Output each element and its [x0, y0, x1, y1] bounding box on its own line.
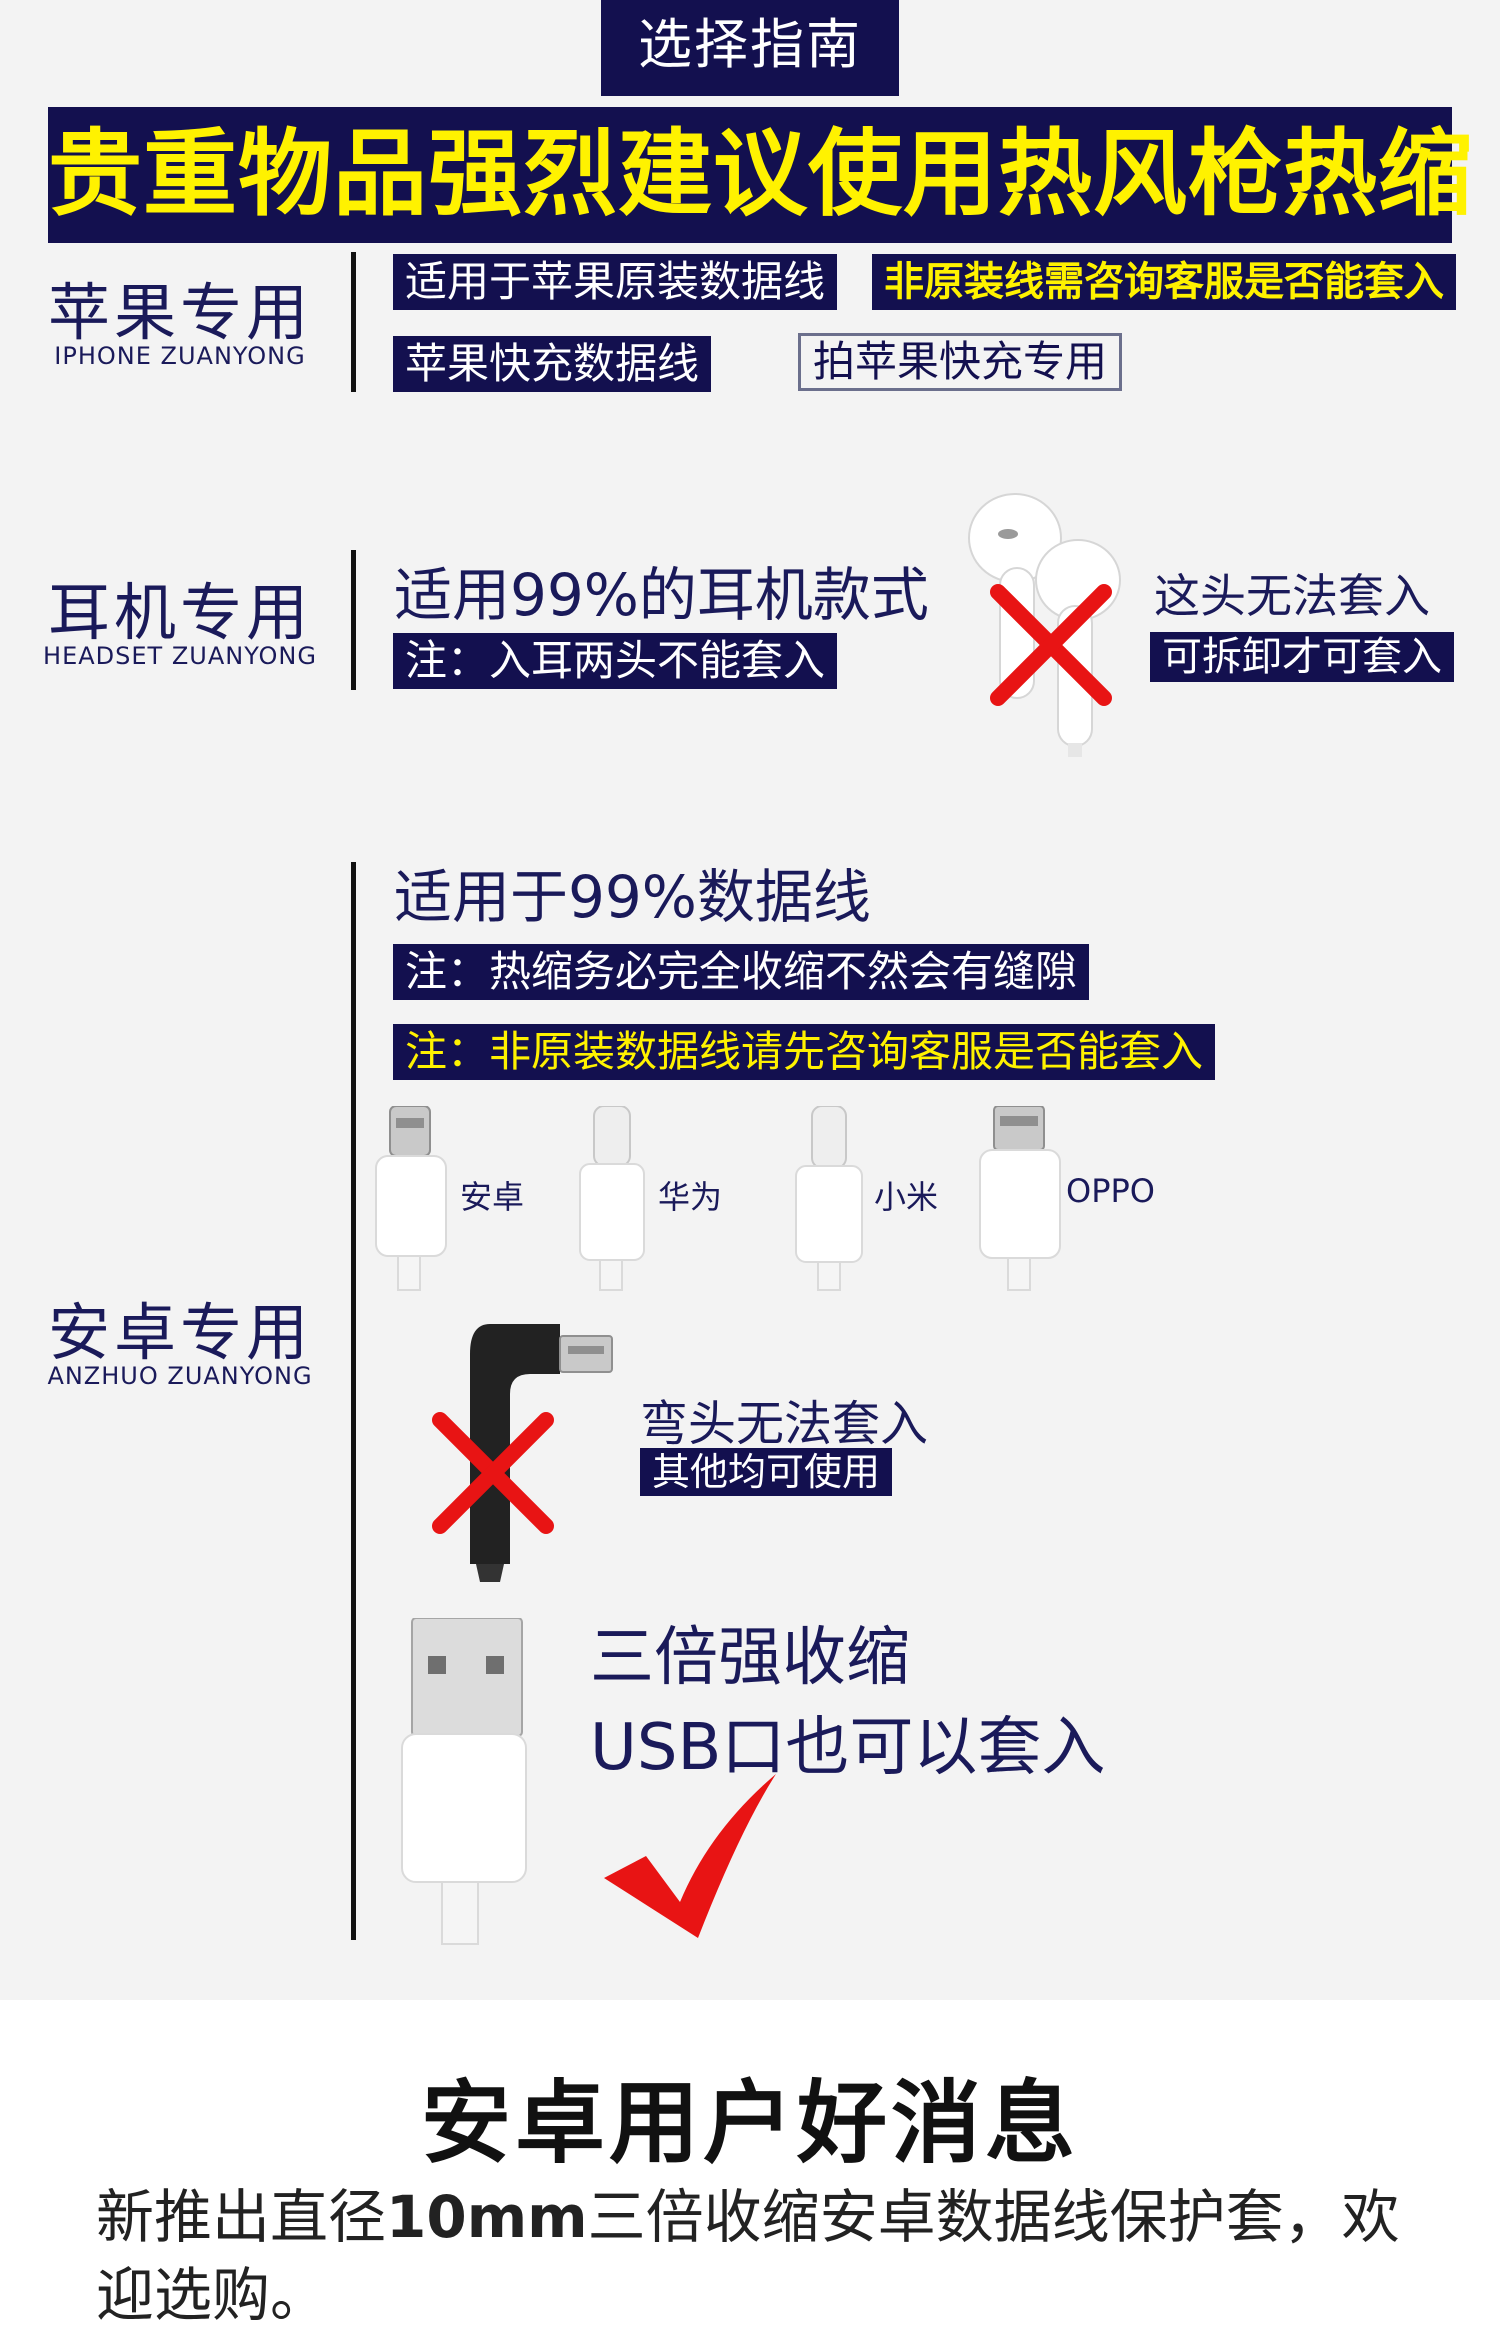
headset-title: 耳机专用 — [47, 576, 312, 649]
iphone-box1: 适用于苹果原装数据线 — [393, 254, 838, 310]
iphone-subtitle: IPHONE ZUANYONG — [54, 342, 306, 370]
headset-subtitle: HEADSET ZUANYONG — [43, 642, 317, 670]
type-c-connector-icon — [579, 1106, 645, 1291]
usb-line1: 三倍强收缩 — [590, 1621, 910, 1695]
check-icon — [604, 1774, 776, 1938]
usb-a-connector-icon — [401, 1618, 527, 1945]
headset-divider — [351, 550, 356, 690]
news-body: 新推出直径10mm三倍收缩安卓数据线保护套，欢迎选购。 — [96, 2178, 1426, 2334]
banner-title: 贵重物品强烈建议使用热风枪热缩 — [48, 107, 1472, 243]
brand-xiaomi: 小米 — [874, 1178, 939, 1216]
headset-headline: 适用99%的耳机款式 — [394, 561, 929, 629]
guide-tab: 选择指南 — [601, 0, 899, 96]
headset-warn-box: 可拆卸才可套入 — [1150, 632, 1454, 682]
iphone-box2-note: 拍苹果快充专用 — [798, 333, 1123, 391]
brand-oppo: OPPO — [1066, 1172, 1155, 1210]
iphone-box2: 苹果快充数据线 — [393, 336, 712, 392]
news-body-bold: 10mm — [386, 2183, 588, 2251]
android-headline: 适用于99%数据线 — [394, 863, 871, 931]
android-divider — [351, 862, 356, 1940]
android-note2: 注：非原装数据线请先咨询客服是否能套入 — [393, 1024, 1216, 1080]
type-c-connector-icon — [795, 1106, 863, 1291]
usb-line2: USB口也可以套入 — [590, 1711, 1106, 1785]
news-body-pre: 新推出直径 — [96, 2183, 387, 2251]
cross-icon — [990, 584, 1112, 706]
iphone-title: 苹果专用 — [47, 276, 312, 349]
cross-icon — [432, 1412, 554, 1534]
elbow-box: 其他均可使用 — [640, 1448, 893, 1496]
micro-usb-connector-icon — [979, 1106, 1061, 1291]
micro-usb-connector-icon — [375, 1106, 447, 1291]
elbow-text: 弯头无法套入 — [640, 1396, 929, 1452]
guide-panel — [0, 0, 1500, 2000]
brand-huawei: 华为 — [658, 1178, 723, 1216]
iphone-box1-note: 非原装线需咨询客服是否能套入 — [872, 254, 1456, 310]
headset-warn: 这头无法套入 — [1154, 569, 1430, 623]
brand-android: 安卓 — [460, 1178, 525, 1216]
news-title: 安卓用户好消息 — [421, 2071, 1079, 2176]
android-note1: 注：热缩务必完全收缩不然会有缝隙 — [393, 944, 1090, 1000]
iphone-divider — [351, 252, 356, 392]
android-title: 安卓专用 — [47, 1296, 312, 1369]
elbow-cable-icon — [470, 1324, 613, 1582]
android-subtitle: ANZHUO ZUANYONG — [47, 1362, 313, 1390]
headset-note: 注：入耳两头不能套入 — [393, 633, 838, 689]
news-body-post: 三倍收缩安卓数据线保护套，欢迎选购。 — [96, 2183, 1400, 2329]
